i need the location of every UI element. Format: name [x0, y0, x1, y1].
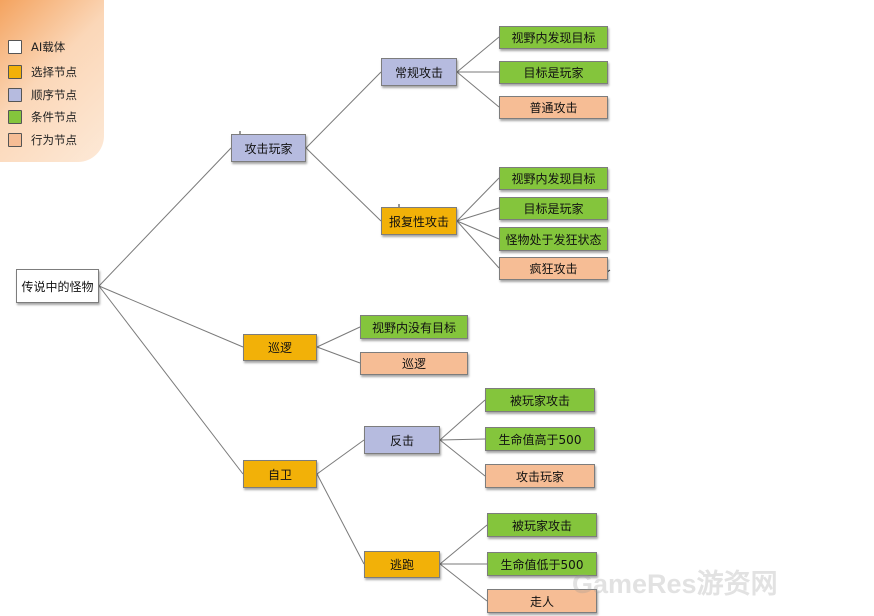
legend-label: 条件节点: [31, 110, 77, 124]
edge-normal-3: [456, 71, 500, 108]
edge-attack-normal: [305, 71, 382, 149]
node-berserk-state: 怪物处于发狂状态: [499, 227, 608, 251]
node-attack-player-action: 攻击玩家: [485, 464, 595, 488]
legend-item-selector: 选择节点: [8, 63, 77, 81]
edge-counter-3: [439, 439, 486, 477]
legend-item-condition: 条件节点: [8, 108, 77, 126]
node-target-is-player: 目标是玩家: [499, 197, 608, 220]
node-self-defense: 自卫: [243, 460, 317, 488]
node-patrol-selector: 巡逻: [243, 334, 317, 361]
edge-normal-1: [456, 36, 500, 73]
edge-root-patrol: [98, 285, 244, 348]
edge-revenge-1: [456, 177, 500, 222]
node-revenge-attack: 报复性攻击: [381, 207, 457, 235]
edge-defense-flee: [316, 473, 365, 565]
node-crazy-attack: 疯狂攻击: [499, 257, 608, 280]
legend-label: AI载体: [31, 40, 66, 54]
watermark: GameRes游资网: [572, 569, 778, 599]
legend-swatch-action: [8, 133, 22, 147]
node-normal-attack: 常规攻击: [381, 58, 457, 86]
edge-revenge-4: [456, 220, 500, 269]
node-attacked-by-player: 被玩家攻击: [485, 388, 595, 412]
legend-swatch-ai-carrier: [8, 40, 22, 54]
edge-root-attack: [98, 147, 232, 287]
legend-item-action: 行为节点: [8, 131, 77, 149]
node-patrol-action: 巡逻: [360, 352, 468, 375]
node-target-is-player: 目标是玩家: [499, 61, 608, 84]
legend-swatch-condition: [8, 110, 22, 124]
node-counter: 反击: [364, 426, 440, 454]
edge-attack-revenge: [305, 147, 382, 222]
node-hp-below-500: 生命值低于500: [487, 552, 597, 576]
node-hp-above-500: 生命值高于500: [485, 427, 595, 451]
legend-swatch-sequence: [8, 88, 22, 102]
edge-counter-2: [439, 438, 486, 441]
legend-label: 行为节点: [31, 133, 77, 147]
edge-flee-3: [439, 563, 488, 602]
legend-label: 选择节点: [31, 65, 77, 79]
edge-defense-counter: [316, 439, 365, 475]
edge-revenge-2: [456, 207, 500, 222]
legend-item-sequence: 顺序节点: [8, 86, 77, 104]
node-flee: 逃跑: [364, 551, 440, 578]
node-see-target: 视野内发现目标: [499, 167, 608, 190]
node-walk-away: 走人: [487, 589, 597, 613]
edge-flee-1: [439, 524, 488, 565]
edge-patrol-1: [316, 326, 361, 348]
node-root-monster: 传说中的怪物: [16, 269, 99, 303]
node-no-target: 视野内没有目标: [360, 315, 468, 339]
edge-counter-1: [439, 399, 486, 441]
legend-swatch-selector: [8, 65, 22, 79]
legend-panel: AI载体 选择节点 顺序节点 条件节点 行为节点: [0, 0, 104, 162]
edge-patrol-2: [316, 346, 361, 364]
legend-item-ai-carrier: AI载体: [8, 38, 65, 56]
node-normal-attack-action: 普通攻击: [499, 96, 608, 119]
legend-label: 顺序节点: [31, 88, 77, 102]
edge-revenge-3: [456, 220, 500, 240]
node-attack-player: 攻击玩家: [231, 134, 306, 162]
node-attacked-by-player: 被玩家攻击: [487, 513, 597, 537]
edge-root-defense: [98, 285, 244, 475]
node-see-target: 视野内发现目标: [499, 26, 608, 49]
